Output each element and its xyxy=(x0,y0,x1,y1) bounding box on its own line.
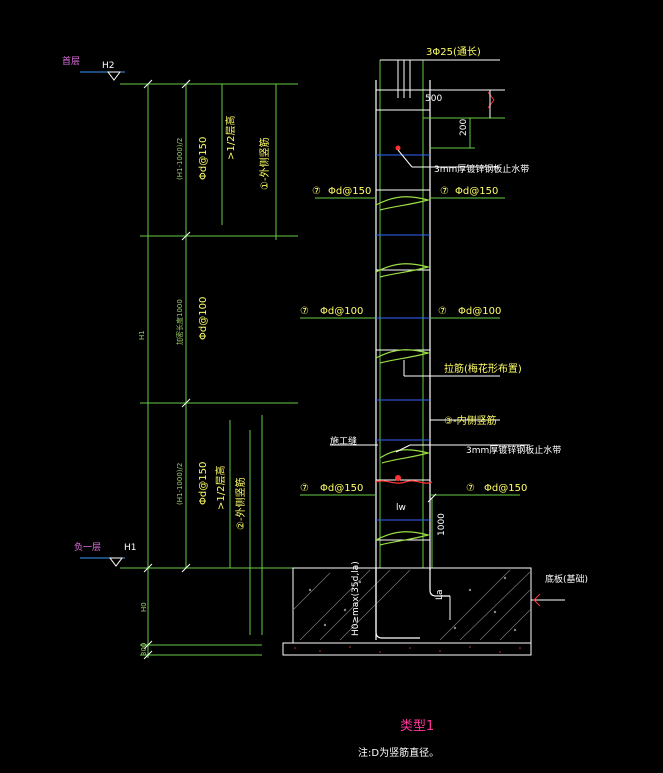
marker-7-upper-right: ⑦ xyxy=(440,186,449,197)
outer-bar-lower-label: ②-外侧竖筋 xyxy=(234,477,247,530)
outer-bar-upper-label: ①-外侧竖筋 xyxy=(258,137,271,190)
dim-upper-segment-label: (H1-1000)/2 xyxy=(176,138,184,180)
basement-level-triangle-icon xyxy=(109,557,123,567)
rebar-upper-left-label: Φd@150 xyxy=(328,186,371,197)
rebar-lower-left-label: Φd@150 xyxy=(320,483,363,494)
dim-total-label: H1 xyxy=(138,330,146,340)
basement-floor-label: 负一层 xyxy=(74,541,101,553)
rebar-lower-right-label: Φd@150 xyxy=(484,483,527,494)
dim-middle-segment-label: 加密长度1000 xyxy=(175,299,184,345)
rebar-middle-left-label: Φd@100 xyxy=(320,306,363,317)
top-level-mark: H2 xyxy=(102,61,115,71)
top-level-triangle-icon xyxy=(107,71,121,81)
inner-bar-label: ③-内侧竖筋 xyxy=(444,414,497,427)
drawing-title: 类型1 xyxy=(400,719,434,734)
marker-7-middle-right: ⑦ xyxy=(438,306,447,317)
anchor-length-label: H0≥max(35d,la) xyxy=(351,561,361,636)
waterstop-bottom-marker xyxy=(395,475,401,481)
waterstop-top-marker xyxy=(395,145,401,151)
spacing-upper-label: Φd@150 xyxy=(198,137,209,180)
lw-label: lw xyxy=(396,503,406,513)
top-bars-label: 3Φ25(通长) xyxy=(426,46,481,58)
dim-base-label: 300 xyxy=(140,643,148,656)
spacing-lower-label: Φd@150 xyxy=(198,462,209,505)
tie-bar-label: 拉筋(梅花形布置) xyxy=(444,362,522,375)
basement-level-mark: H1 xyxy=(124,543,137,553)
drawing-note: 注:D为竖筋直径。 xyxy=(358,746,439,759)
marker-7-middle-left: ⑦ xyxy=(300,306,309,317)
top-floor-label: 首层 xyxy=(62,55,80,67)
dim-500-label: 500 xyxy=(425,94,442,104)
dim-bottom-label: H0 xyxy=(140,602,148,612)
marker-7-lower-left: ⑦ xyxy=(300,483,309,494)
half-lower-label: >1/2层高 xyxy=(214,466,227,510)
rebar-middle-right-label: Φd@100 xyxy=(458,306,501,317)
base-slab-label: 底板(基础) xyxy=(545,573,588,585)
waterstop-top-label: 3mm厚镀锌钢板止水带 xyxy=(434,163,529,175)
spacing-middle-label: Φd@100 xyxy=(198,297,209,340)
dim-200-label: 200 xyxy=(459,119,469,136)
rebar-upper-right-label: Φd@150 xyxy=(455,186,498,197)
marker-7-upper-left: ⑦ xyxy=(312,186,321,197)
waterstop-bottom-label: 3mm厚镀锌钢板止水带 xyxy=(466,444,561,456)
half-upper-label: >1/2层高 xyxy=(224,116,237,160)
dim-lower-segment-label: (H1-1000)/2 xyxy=(176,463,184,505)
dim-1000-label: 1000 xyxy=(437,513,447,536)
la-label: La xyxy=(435,589,445,600)
construction-joint-label: 施工缝 xyxy=(330,435,357,447)
marker-7-lower-right: ⑦ xyxy=(466,483,475,494)
